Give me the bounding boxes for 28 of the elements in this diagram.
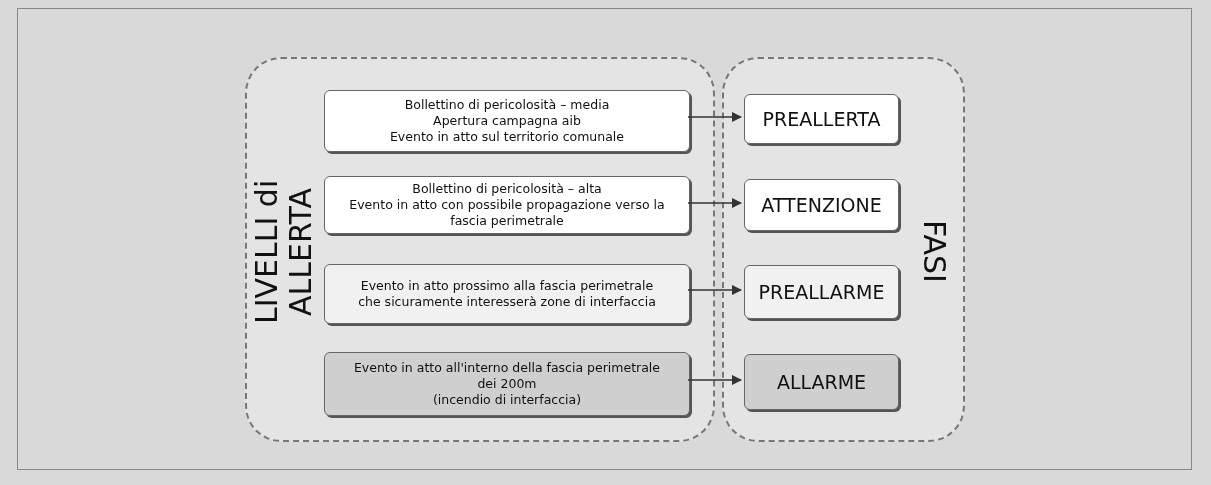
phase-label: ATTENZIONE xyxy=(761,192,882,218)
level-box xyxy=(324,176,690,234)
level-text: Bollettino di pericolosità – alta xyxy=(411,181,603,197)
phase-label: PREALLERTA xyxy=(762,106,881,132)
level-box xyxy=(324,352,690,416)
phase-box xyxy=(744,354,899,410)
level-box xyxy=(324,264,690,324)
group-panel xyxy=(722,57,965,442)
level-text: Apertura campagna aib xyxy=(432,113,582,129)
arrow xyxy=(687,111,743,123)
phase-label: ALLARME xyxy=(776,369,867,395)
level-text: Evento in atto prossimo alla fascia perimetrale che sicuramente interesserà zone di interfaccia xyxy=(357,278,657,310)
level-text: Bollettino di pericolosità – media xyxy=(403,97,611,113)
level-text: Evento in atto sul territorio comunale xyxy=(388,129,625,145)
arrow xyxy=(687,374,743,386)
level-text: Evento in atto con possibile propagazione verso la fascia perimetrale xyxy=(348,197,666,229)
level-text: (incendio di interfaccia) xyxy=(431,392,583,408)
group-panel xyxy=(245,57,715,442)
level-box xyxy=(324,90,690,152)
phase-box xyxy=(744,179,899,231)
panel-title: LIVELLI di ALLERTA xyxy=(249,178,319,326)
phase-box xyxy=(744,265,899,319)
arrow xyxy=(687,197,743,209)
phase-label: PREALLARME xyxy=(758,279,885,305)
panel-title: FASI xyxy=(915,219,953,285)
phase-box xyxy=(744,94,899,144)
level-text: Evento in atto all'interno della fascia perimetrale dei 200m xyxy=(352,360,662,392)
arrow xyxy=(687,284,743,296)
